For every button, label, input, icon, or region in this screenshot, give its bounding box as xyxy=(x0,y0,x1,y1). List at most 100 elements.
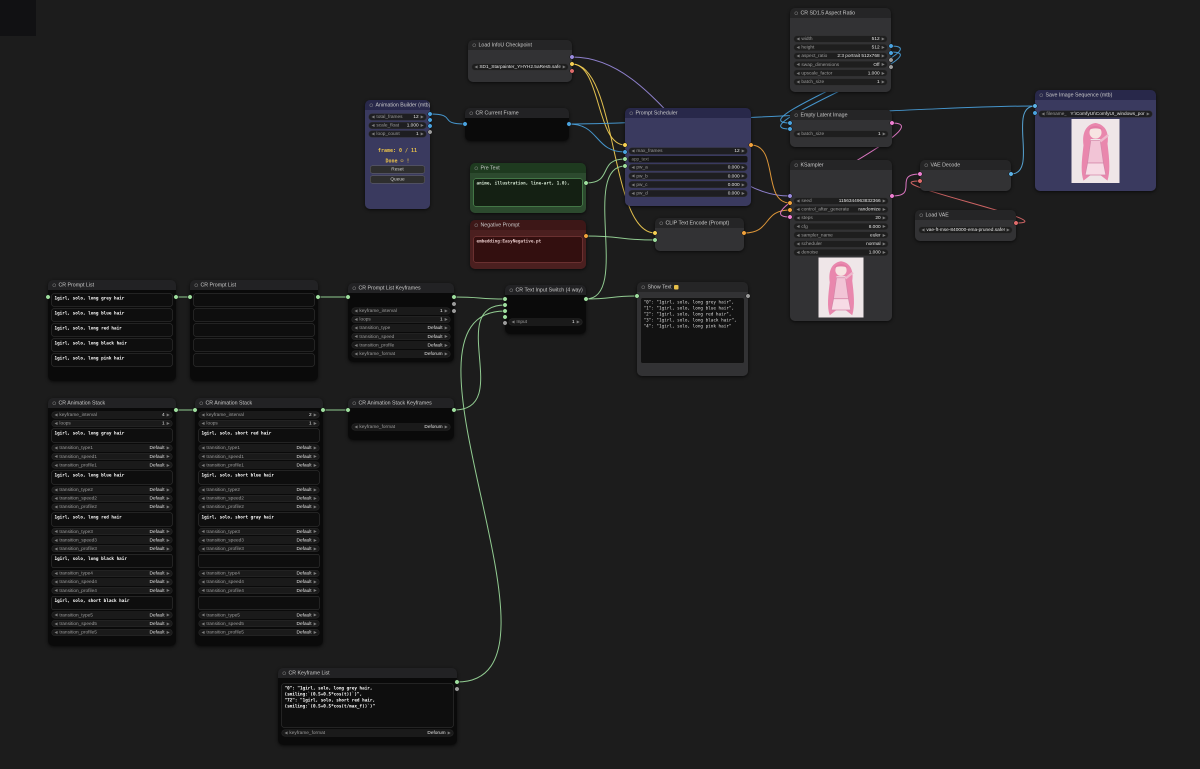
arrow-left-icon[interactable]: ◀ xyxy=(54,504,58,510)
arrow-left-icon[interactable]: ◀ xyxy=(54,629,58,635)
arrow-left-icon[interactable]: ◀ xyxy=(796,62,800,67)
arrow-right-icon[interactable]: ▶ xyxy=(741,148,745,153)
arrow-right-icon[interactable]: ▶ xyxy=(447,730,451,735)
arrow-right-icon[interactable]: ▶ xyxy=(444,342,448,348)
node-title-bar[interactable]: CR Current Frame xyxy=(465,108,569,118)
output-port-0[interactable] xyxy=(451,407,457,413)
arrow-right-icon[interactable]: ▶ xyxy=(882,224,886,229)
arrow-left-icon[interactable]: ◀ xyxy=(201,546,205,551)
arrow-left-icon[interactable]: ◀ xyxy=(631,165,635,170)
arrow-right-icon[interactable]: ▶ xyxy=(166,570,170,576)
arrow-right-icon[interactable]: ▶ xyxy=(741,173,745,179)
arrow-left-icon[interactable]: ◀ xyxy=(54,495,58,501)
node-title-bar[interactable]: CR Keyframe List xyxy=(278,668,457,678)
widget-textarea[interactable] xyxy=(193,293,315,307)
widget-textarea[interactable]: "0": "1girl, solo, long grey hair, (smil… xyxy=(281,683,454,728)
input-port-0[interactable] xyxy=(345,294,351,300)
input-port-3[interactable] xyxy=(622,163,628,169)
arrow-left-icon[interactable]: ◀ xyxy=(54,421,58,426)
node-title-bar[interactable]: CR Prompt List xyxy=(190,280,318,290)
arrow-left-icon[interactable]: ◀ xyxy=(796,79,800,84)
arrow-right-icon[interactable]: ▶ xyxy=(166,495,170,501)
arrow-left-icon[interactable]: ◀ xyxy=(54,462,58,468)
arrow-right-icon[interactable]: ▶ xyxy=(881,53,885,59)
queue-button[interactable]: Queue xyxy=(370,175,425,184)
input-port-0[interactable] xyxy=(917,171,923,177)
arrow-right-icon[interactable]: ▶ xyxy=(741,182,745,187)
arrow-right-icon[interactable]: ▶ xyxy=(166,487,170,492)
arrow-right-icon[interactable]: ▶ xyxy=(882,249,886,255)
input-port-3[interactable] xyxy=(502,314,508,320)
output-port-1[interactable] xyxy=(569,61,575,67)
widget-textarea[interactable]: 1girl, solo, long black hair xyxy=(51,338,173,352)
widget-filename_prefix[interactable]: ◀filename_prefixY:\ComfyUI\ComfyUI_windo… xyxy=(1038,110,1153,118)
input-port-0[interactable] xyxy=(787,193,793,199)
arrow-right-icon[interactable]: ▶ xyxy=(881,36,885,41)
arrow-left-icon[interactable]: ◀ xyxy=(201,579,205,585)
widget-textarea[interactable] xyxy=(193,338,315,352)
node-title-bar[interactable]: CR Animation Stack Keyframes xyxy=(348,398,454,408)
arrow-left-icon[interactable]: ◀ xyxy=(284,730,288,735)
arrow-right-icon[interactable]: ▶ xyxy=(313,629,317,635)
arrow-right-icon[interactable]: ▶ xyxy=(882,198,886,203)
node-title-bar[interactable]: CLIP Text Encode (Prompt) xyxy=(655,218,744,228)
arrow-right-icon[interactable]: ▶ xyxy=(444,334,448,339)
arrow-right-icon[interactable]: ▶ xyxy=(444,325,448,331)
node-title-bar[interactable]: Load VAE xyxy=(915,210,1016,220)
node-title-bar[interactable]: Save Image Sequence (mtb) xyxy=(1035,90,1156,100)
arrow-left-icon[interactable]: ◀ xyxy=(354,342,358,348)
arrow-left-icon[interactable]: ◀ xyxy=(201,612,205,618)
arrow-left-icon[interactable]: ◀ xyxy=(54,487,58,492)
widget-textarea[interactable] xyxy=(198,554,320,569)
widget-combo[interactable]: ◀SD1_Starpainter_YHYH2.5aRes5.safetensor… xyxy=(471,63,569,71)
node-title-bar[interactable]: VAE Decode xyxy=(920,160,1011,170)
node-title-bar[interactable]: CR Animation Stack xyxy=(48,398,176,408)
output-port-2[interactable] xyxy=(427,123,433,129)
arrow-left-icon[interactable]: ◀ xyxy=(354,351,358,356)
arrow-left-icon[interactable]: ◀ xyxy=(201,462,205,468)
arrow-right-icon[interactable]: ▶ xyxy=(444,317,448,322)
arrow-left-icon[interactable]: ◀ xyxy=(796,36,800,41)
output-port-2[interactable] xyxy=(451,308,457,314)
node-animation-stack-keyframes[interactable]: CR Animation Stack Keyframes◀keyframe_fo… xyxy=(345,398,457,440)
arrow-left-icon[interactable]: ◀ xyxy=(796,249,800,255)
input-port-0[interactable] xyxy=(45,294,51,300)
arrow-left-icon[interactable]: ◀ xyxy=(354,334,358,339)
arrow-left-icon[interactable]: ◀ xyxy=(354,424,358,429)
output-port-2[interactable] xyxy=(888,57,894,63)
node-title-bar[interactable]: Negative Prompt xyxy=(470,220,586,230)
arrow-right-icon[interactable]: ▶ xyxy=(166,579,170,585)
output-port-3[interactable] xyxy=(888,64,894,70)
arrow-right-icon[interactable]: ▶ xyxy=(166,504,170,510)
arrow-left-icon[interactable]: ◀ xyxy=(54,579,58,585)
arrow-left-icon[interactable]: ◀ xyxy=(54,454,58,459)
output-port-0[interactable] xyxy=(566,121,572,127)
arrow-right-icon[interactable]: ▶ xyxy=(166,421,170,426)
arrow-right-icon[interactable]: ▶ xyxy=(420,114,424,119)
input-port-1[interactable] xyxy=(652,237,658,243)
arrow-right-icon[interactable]: ▶ xyxy=(444,308,448,313)
arrow-left-icon[interactable]: ◀ xyxy=(54,621,58,626)
arrow-right-icon[interactable]: ▶ xyxy=(420,131,424,137)
arrow-left-icon[interactable]: ◀ xyxy=(201,445,205,451)
